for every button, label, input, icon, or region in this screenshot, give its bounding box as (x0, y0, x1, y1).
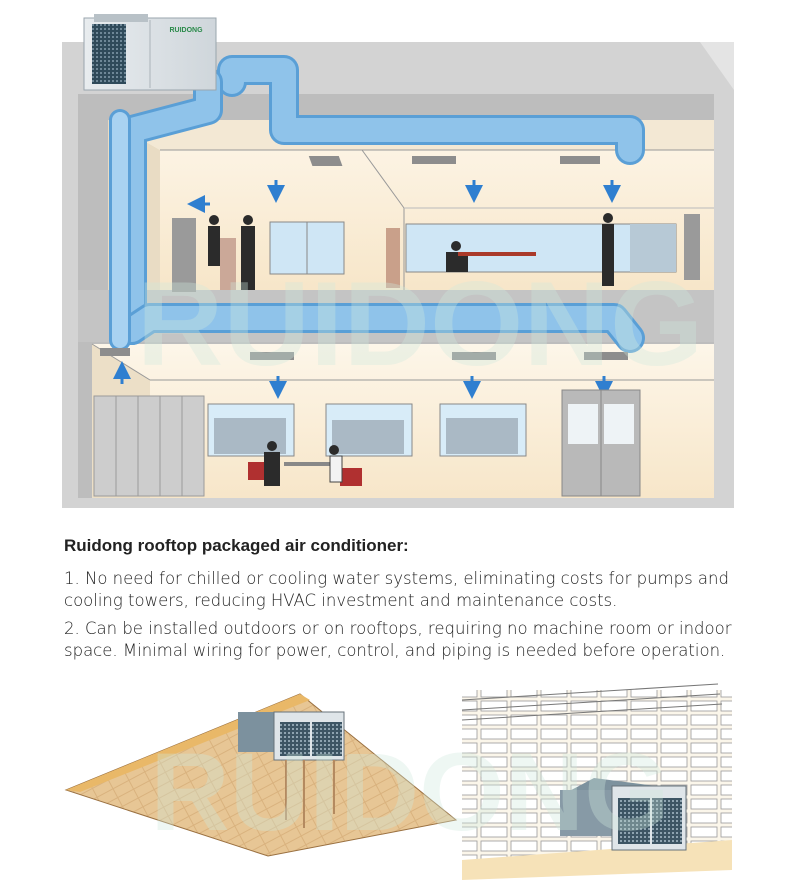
lower-furniture (93, 389, 641, 497)
benefit-point-1: 1. No need for chilled or cooling water … (64, 569, 729, 610)
upper-furniture (172, 214, 700, 292)
ceiling-diffusers-upper (308, 156, 600, 166)
roof-installation-illustration (64, 693, 458, 857)
description-block: Ruidong rooftop packaged air conditioner… (64, 536, 764, 668)
air-duct-network (109, 55, 645, 353)
wall-installation-illustration (461, 683, 732, 880)
upper-people (208, 213, 614, 290)
unit-brand-label: RUIDONG (169, 27, 203, 34)
building-cross-section-diagram: RUIDONG (62, 14, 734, 508)
watermark-text-bottom: RUIDONG (150, 731, 669, 854)
watermark-text: RUIDONG (137, 257, 704, 391)
description-heading: Ruidong rooftop packaged air conditioner… (64, 536, 409, 555)
rooftop-ac-unit: RUIDONG (83, 14, 217, 91)
lower-windows (207, 403, 527, 457)
airflow-arrows (113, 180, 621, 399)
ceiling-diffusers-lower (100, 348, 628, 360)
benefit-point-2: 2. Can be installed outdoors or on rooft… (64, 619, 732, 660)
lower-people (248, 441, 362, 486)
installation-illustrations: RUIDONG (64, 683, 732, 880)
